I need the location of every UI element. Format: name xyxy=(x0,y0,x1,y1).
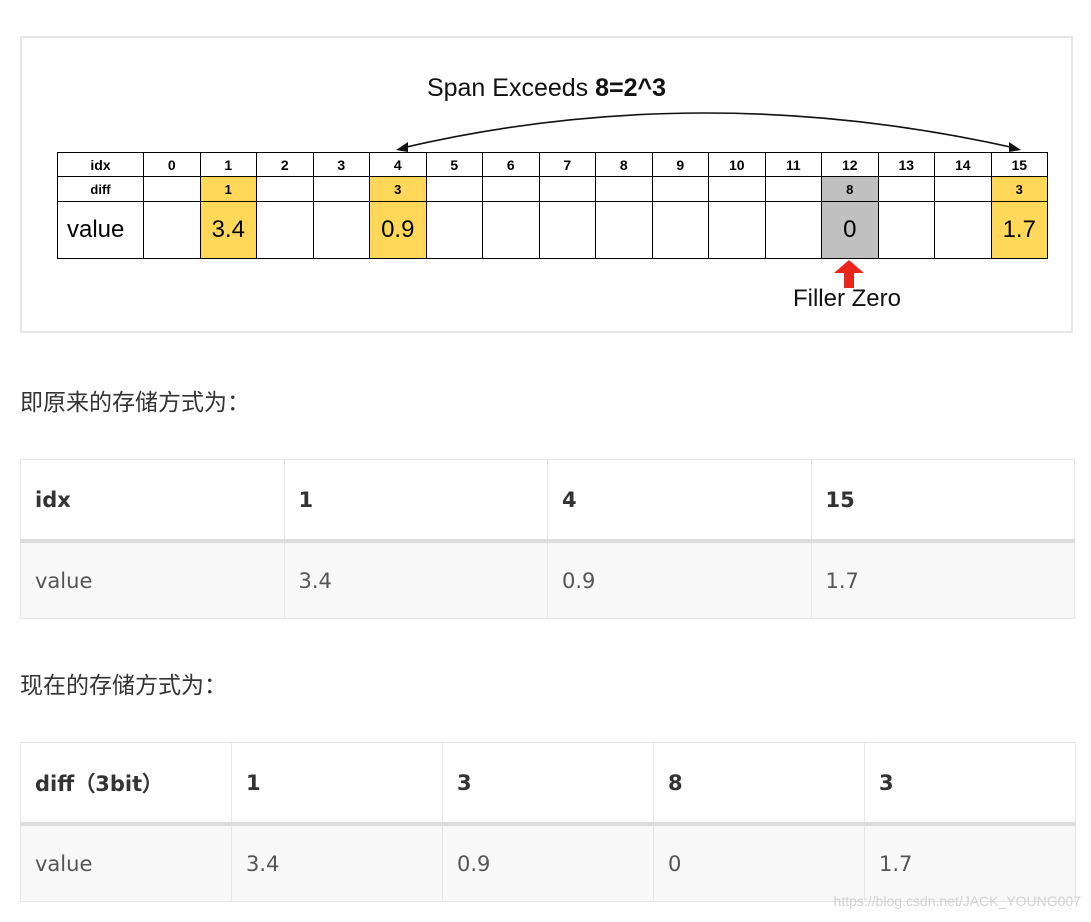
grid-value-cell: 0.9 xyxy=(369,200,427,260)
grid-diff-cell xyxy=(764,176,822,202)
table-cell: 0.9 xyxy=(547,540,812,619)
grid-diff-cell xyxy=(877,176,935,202)
filler-up-arrow-icon xyxy=(834,260,864,288)
span-title: Span Exceeds 8=2^3 xyxy=(22,74,1071,103)
grid-value-header: value xyxy=(57,200,144,260)
table-header-cell: 4 xyxy=(547,459,812,543)
table-header-cell: 1 xyxy=(283,459,548,543)
grid-diff-cell xyxy=(256,176,314,202)
grid-diff-cell xyxy=(651,176,709,202)
table-cell: 0.9 xyxy=(442,823,654,902)
current-storage-caption: 现在的存储方式为： xyxy=(20,673,227,699)
grid-idx-cell: 7 xyxy=(538,151,596,178)
grid-idx-cell: 10 xyxy=(708,151,766,178)
grid-idx-cell: 0 xyxy=(143,151,201,178)
grid-diff-cell xyxy=(595,176,653,202)
grid-idx-cell: 15 xyxy=(990,151,1048,178)
grid-value-cell xyxy=(934,200,992,260)
table-header-cell: 1 xyxy=(231,742,443,826)
grid-value-cell xyxy=(143,200,201,260)
grid-value-cell xyxy=(877,200,935,260)
span-arc-arrow xyxy=(396,112,1021,152)
grid-value-cell xyxy=(708,200,766,260)
grid-idx-cell: 4 xyxy=(369,151,427,178)
table-cell: 0 xyxy=(653,823,865,902)
table-header-cell: 3 xyxy=(442,742,654,826)
grid-diff-cell xyxy=(312,176,370,202)
grid-idx-cell: 12 xyxy=(821,151,879,178)
grid-diff-header: diff xyxy=(57,176,144,202)
table-cell: 3.4 xyxy=(231,823,443,902)
span-title-text: Span Exceeds xyxy=(426,74,596,102)
grid-diff-cell xyxy=(143,176,201,202)
table-header-cell: diff（3bit） xyxy=(20,742,232,826)
grid-idx-cell: 8 xyxy=(595,151,653,178)
grid-diff-cell xyxy=(934,176,992,202)
table-header-cell: 15 xyxy=(810,459,1075,543)
grid-value-cell xyxy=(482,200,540,260)
grid-diff-cell: 8 xyxy=(821,176,879,202)
grid-idx-cell: 6 xyxy=(482,151,540,178)
grid-value-cell: 1.7 xyxy=(990,200,1048,260)
grid-value-cell xyxy=(595,200,653,260)
grid-diff-cell xyxy=(482,176,540,202)
table-cell: 1.7 xyxy=(810,540,1075,619)
grid-idx-cell: 3 xyxy=(312,151,370,178)
grid-diff-cell xyxy=(538,176,596,202)
grid-value-cell: 0 xyxy=(821,200,879,260)
table-header-cell: 8 xyxy=(653,742,865,826)
grid-value-cell xyxy=(312,200,370,260)
grid-row-value: value 3.4 0.9 0 1.7 xyxy=(57,200,1048,260)
original-storage-caption: 即原来的存储方式为： xyxy=(20,390,250,416)
grid-value-cell xyxy=(425,200,483,260)
span-title-bold: 8=2^3 xyxy=(595,74,667,102)
filler-zero-label: Filler Zero xyxy=(792,285,901,312)
grid-value-cell: 3.4 xyxy=(199,200,257,260)
grid-idx-header: idx xyxy=(57,151,144,178)
grid-diff-cell xyxy=(425,176,483,202)
grid-idx-cell: 11 xyxy=(764,151,822,178)
grid-idx-cell: 1 xyxy=(199,151,257,178)
table-cell: value xyxy=(20,823,232,902)
grid-idx-cell: 13 xyxy=(877,151,935,178)
grid-idx-cell: 5 xyxy=(425,151,483,178)
table-cell: value xyxy=(20,540,285,619)
grid-diff-cell: 1 xyxy=(199,176,257,202)
grid-value-cell xyxy=(538,200,596,260)
grid-diff-cell: 3 xyxy=(369,176,427,202)
grid-diff-cell: 3 xyxy=(990,176,1048,202)
table-header-cell: 3 xyxy=(864,742,1076,826)
grid-idx-cell: 14 xyxy=(934,151,992,178)
table-cell: 1.7 xyxy=(864,823,1076,902)
table-header-cell: idx xyxy=(20,459,285,543)
watermark-url: https://blog.csdn.net/JACK_YOUNG007 xyxy=(833,893,1081,909)
table-cell: 3.4 xyxy=(283,540,548,619)
grid-idx-cell: 9 xyxy=(651,151,709,178)
grid-diff-cell xyxy=(708,176,766,202)
grid-value-cell xyxy=(651,200,709,260)
grid-value-cell xyxy=(256,200,314,260)
grid-idx-cell: 2 xyxy=(256,151,314,178)
grid-value-cell xyxy=(764,200,822,260)
